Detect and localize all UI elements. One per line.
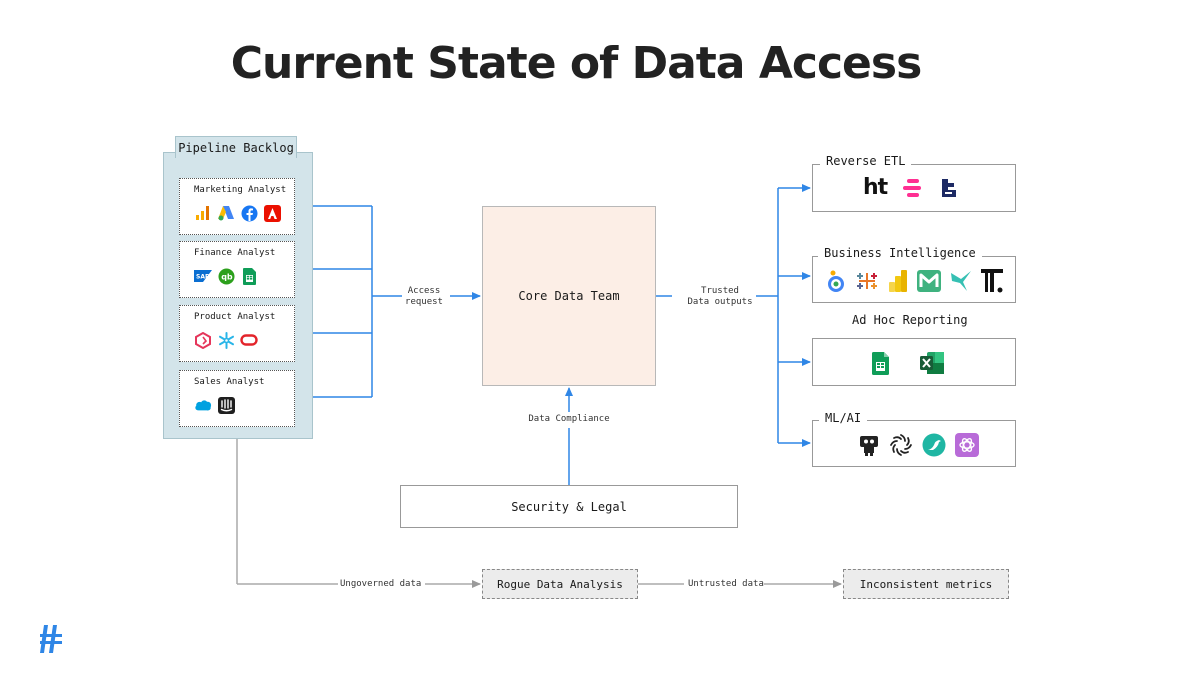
segment-icon <box>194 331 212 349</box>
looker-icon <box>825 269 847 293</box>
security-legal-box: Security & Legal <box>400 485 738 528</box>
excel-icon <box>919 351 945 375</box>
power-bi-icon <box>887 269 909 293</box>
access-request-line2: request <box>405 297 443 307</box>
inconsistent-metrics-label: Inconsistent metrics <box>859 577 993 591</box>
core-data-team-box: Core Data Team <box>482 206 656 386</box>
access-request-label: Access request <box>394 286 454 308</box>
robot-icon <box>858 433 880 457</box>
mode-icon <box>949 269 973 293</box>
security-legal-label: Security & Legal <box>511 499 627 514</box>
ml-ai-title: ML/AI <box>819 411 868 425</box>
analyst-name: Product Analyst <box>194 312 276 322</box>
tableau-icon <box>855 269 879 293</box>
svg-text:SAP: SAP <box>196 274 210 281</box>
inconsistent-metrics-box: Inconsistent metrics <box>843 569 1009 599</box>
thoughtspot-icon <box>981 268 1005 294</box>
finance-analyst-card: Finance Analyst SAP qb <box>179 241 295 298</box>
sap-icon: SAP <box>194 267 212 285</box>
hightouch-icon: ht <box>863 175 888 200</box>
access-request-line1: Access <box>407 286 441 296</box>
ad-hoc-reporting-box <box>812 338 1016 386</box>
svg-text:qb: qb <box>221 272 233 281</box>
rudderstack-icon <box>937 177 959 199</box>
ungoverned-data-label: Ungoverned data <box>340 579 422 589</box>
bird-icon <box>922 433 946 457</box>
google-ads-icon <box>217 204 235 222</box>
trusted-outputs-line2: Data outputs <box>687 297 753 307</box>
output-connectors <box>656 184 811 447</box>
census-icon <box>901 177 923 199</box>
brand-logo-icon <box>40 625 62 657</box>
google-analytics-icon <box>194 204 212 222</box>
analyst-name: Marketing Analyst <box>194 185 287 195</box>
ungoverned-flow <box>236 439 842 588</box>
sales-analyst-card: Sales Analyst <box>179 370 295 427</box>
openai-icon <box>955 433 979 457</box>
business-intelligence-box <box>812 256 1016 303</box>
ad-hoc-reporting-title: Ad Hoc Reporting <box>852 313 968 327</box>
pipeline-backlog-title: Pipeline Backlog <box>175 136 297 158</box>
intercom-icon <box>217 396 235 414</box>
quickbooks-icon: qb <box>217 267 235 285</box>
trusted-outputs-label: Trusted Data outputs <box>680 286 760 308</box>
google-sheets-icon <box>871 351 889 375</box>
spinner-icon <box>889 433 913 457</box>
page-title: Current State of Data Access <box>230 38 923 89</box>
analyst-name: Sales Analyst <box>194 377 265 387</box>
rogue-data-analysis-box: Rogue Data Analysis <box>482 569 638 599</box>
metabase-icon <box>917 269 941 293</box>
adobe-icon <box>263 204 281 222</box>
facebook-icon <box>240 204 258 222</box>
reverse-etl-title: Reverse ETL <box>820 154 912 168</box>
product-analyst-card: Product Analyst <box>179 305 295 362</box>
snowflake-icon <box>217 331 235 349</box>
oracle-icon <box>240 331 258 349</box>
backlog-connectors <box>313 205 481 398</box>
marketing-analyst-card: Marketing Analyst <box>179 178 295 235</box>
google-sheets-icon <box>240 267 258 285</box>
rogue-data-analysis-label: Rogue Data Analysis <box>497 577 623 591</box>
untrusted-data-label: Untrusted data <box>688 579 764 589</box>
data-compliance-label: Data Compliance <box>528 414 610 424</box>
business-intelligence-title: Business Intelligence <box>818 246 982 260</box>
salesforce-icon <box>194 396 212 414</box>
core-data-team-label: Core Data Team <box>518 289 620 303</box>
analyst-name: Finance Analyst <box>194 248 276 258</box>
ml-ai-box <box>812 420 1016 467</box>
reverse-etl-box: ht <box>812 164 1016 212</box>
trusted-outputs-line1: Trusted <box>701 286 739 296</box>
